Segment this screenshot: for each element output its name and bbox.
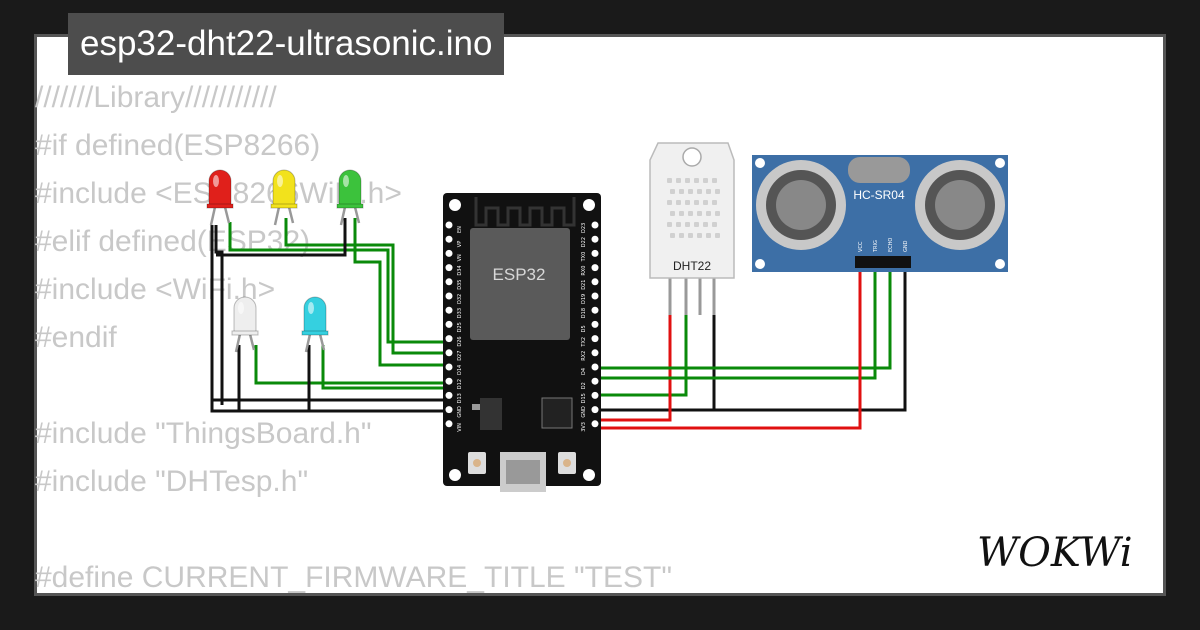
led-cyan-icon xyxy=(301,296,329,353)
esp32-pin-label: D22 xyxy=(581,237,587,247)
dht22-label: DHT22 xyxy=(673,259,711,273)
led-white-icon xyxy=(231,296,259,353)
esp32-pin-label: VN xyxy=(457,254,463,261)
hc-sr04-pin-vcc: VCC xyxy=(858,241,864,252)
esp32-pin-rx0 xyxy=(591,264,599,272)
esp32-pin-label: D26 xyxy=(457,336,463,346)
esp32-pin-d5 xyxy=(591,320,599,328)
esp32-pin-label: D12 xyxy=(457,379,463,389)
esp32-pin-tx2 xyxy=(591,335,599,343)
esp32-pin-d25 xyxy=(445,320,453,328)
esp32-pin-d14 xyxy=(445,363,453,371)
esp32-pin-label: D21 xyxy=(581,280,587,290)
esp32-label: ESP32 xyxy=(493,265,546,284)
hc-sr04-pin-echo: ECHO xyxy=(888,238,894,252)
esp32-pin-gnd xyxy=(591,406,599,414)
led-green-icon xyxy=(336,169,364,226)
hc-sr04-sensor: HC-SR04 VCC TRIG ECHO GND xyxy=(752,155,1008,272)
led-yellow-icon xyxy=(270,169,298,226)
esp32-pin-label: D34 xyxy=(457,265,463,275)
wire-red-led xyxy=(228,222,447,344)
esp32-pin-label: VIN xyxy=(457,423,463,432)
svg-text:WOKWi: WOKWi xyxy=(977,530,1133,576)
esp32-pin-label: 3V3 xyxy=(581,422,587,432)
esp32-pin-gnd xyxy=(445,406,453,414)
esp32-pin-label: D2 xyxy=(581,382,587,389)
esp32-pin-label: D35 xyxy=(457,280,463,290)
wire-dht-data xyxy=(597,315,688,397)
esp32-pin-label: D13 xyxy=(457,393,463,403)
esp32-pin-label: D27 xyxy=(457,351,463,361)
esp32-pin-label: VP xyxy=(457,241,463,247)
esp32-pin-label: TX0 xyxy=(581,252,587,263)
led-red-icon xyxy=(206,169,234,226)
wire-trig xyxy=(597,270,877,380)
esp32-pin-d15 xyxy=(591,391,599,399)
esp32-pin-d33 xyxy=(445,306,453,314)
esp32-pin-en xyxy=(445,221,453,229)
esp32-pin-d4 xyxy=(591,363,599,371)
esp32-pin-label: D32 xyxy=(457,294,463,304)
esp32-pin-label: RX2 xyxy=(581,351,587,361)
esp32-pin-label: D14 xyxy=(457,365,463,375)
esp32-pin-label: D25 xyxy=(457,322,463,332)
esp32-pin-vn xyxy=(445,249,453,257)
esp32-board: ESP32 ENVPVND34D35D32D33D25D26D27D14D12D… xyxy=(443,193,601,492)
esp32-pin-label: D5 xyxy=(581,325,587,332)
esp32-pin-d19 xyxy=(591,292,599,300)
wire-us-vcc xyxy=(597,270,862,430)
esp32-pin-label: RX0 xyxy=(581,266,587,276)
esp32-pin-tx0 xyxy=(591,249,599,257)
esp32-pin-label: GND xyxy=(457,406,463,418)
esp32-pin-d23 xyxy=(591,221,599,229)
wires xyxy=(210,218,907,430)
esp32-pin-label: D15 xyxy=(581,393,587,403)
wire-us-gnd xyxy=(714,270,907,412)
esp32-pin-label: TX2 xyxy=(581,337,587,348)
leds xyxy=(206,169,364,353)
esp32-pin-d13 xyxy=(445,391,453,399)
wire-gnd-1 xyxy=(210,225,447,413)
wire-green-led xyxy=(353,218,447,367)
wire-white-led xyxy=(254,345,447,385)
hc-sr04-label: HC-SR04 xyxy=(853,188,905,202)
esp32-pin-label: D4 xyxy=(581,368,587,375)
esp32-pin-d34 xyxy=(445,264,453,272)
wire-gnd-3 xyxy=(216,218,347,257)
hc-sr04-pin-trig: TRIG xyxy=(873,240,879,253)
esp32-pin-d18 xyxy=(591,306,599,314)
esp32-pin-vin xyxy=(445,420,453,428)
wokwi-logo: WOKWi xyxy=(977,530,1133,576)
esp32-pin-label: GND xyxy=(581,406,587,418)
esp32-pin-label: D19 xyxy=(581,294,587,304)
wire-echo xyxy=(597,270,892,370)
esp32-pin-rx2 xyxy=(591,349,599,357)
esp32-pin-d2 xyxy=(591,377,599,385)
wire-gnd-2 xyxy=(214,225,224,405)
wire-dht-vcc xyxy=(597,312,672,422)
esp32-pin-d32 xyxy=(445,292,453,300)
esp32-pin-d22 xyxy=(591,235,599,243)
dht22-vents xyxy=(667,178,720,238)
esp32-pin-label: EN xyxy=(457,226,463,233)
esp32-pin-3v3 xyxy=(591,420,599,428)
wire-cyan-led xyxy=(321,345,447,390)
esp32-pin-d12 xyxy=(445,377,453,385)
esp32-pin-label: D23 xyxy=(581,223,587,233)
esp32-pin-label: D33 xyxy=(457,308,463,318)
esp32-pin-d27 xyxy=(445,349,453,357)
esp32-pin-label: D18 xyxy=(581,308,587,318)
esp32-pin-d21 xyxy=(591,278,599,286)
esp32-pin-vp xyxy=(445,235,453,243)
hc-sr04-pin-gnd: GND xyxy=(903,240,909,252)
project-title: esp32-dht22-ultrasonic.ino xyxy=(68,13,505,75)
esp32-pin-d35 xyxy=(445,278,453,286)
dht22-sensor: DHT22 xyxy=(649,142,735,315)
wire-yellow-led xyxy=(284,218,447,355)
esp32-pin-d26 xyxy=(445,335,453,343)
